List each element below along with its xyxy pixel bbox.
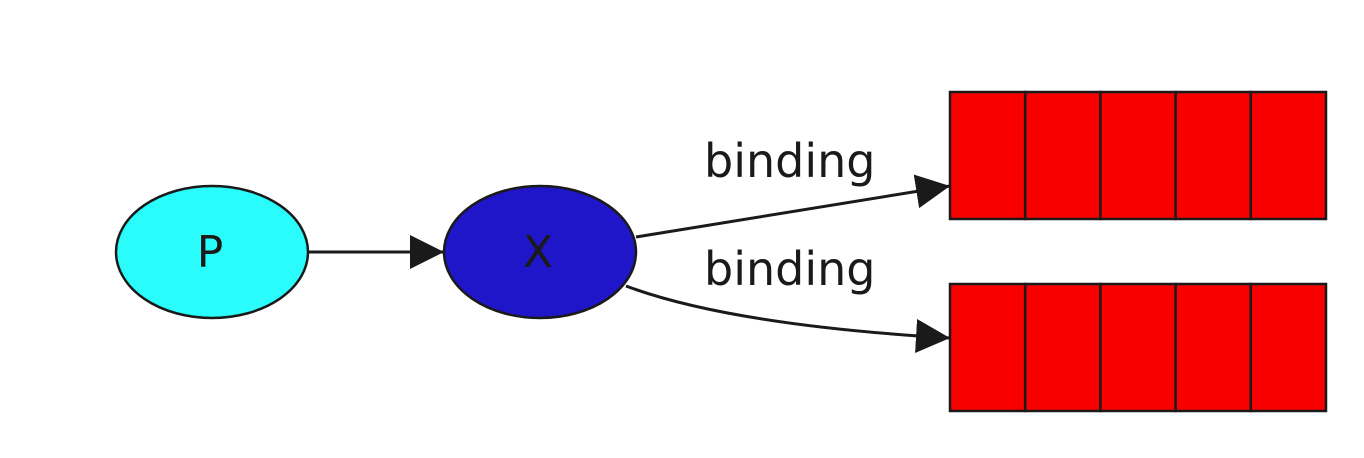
queue-slot (948, 90, 1027, 221)
queue-slot (1023, 282, 1102, 413)
exchange-ellipse (442, 184, 638, 320)
edge-exchange-to-queue-top (635, 174, 951, 239)
queue-slot (948, 282, 1027, 413)
queue-bottom (948, 282, 1328, 413)
queue-slot (1099, 90, 1177, 221)
edge-exchange-to-queue-bottom (625, 284, 951, 353)
producer-ellipse (114, 184, 310, 320)
queue-slot (1249, 282, 1328, 413)
binding-label-bottom: binding (704, 242, 876, 296)
exchange-node: X (442, 184, 638, 320)
queue-slot (1249, 90, 1328, 221)
producer-node: P (114, 184, 310, 320)
queue-top (948, 90, 1328, 221)
queue-slot (1174, 90, 1253, 221)
exchange-label: X (523, 227, 553, 278)
binding-label-top: binding (704, 134, 876, 188)
queue-slot (1023, 90, 1102, 221)
queue-slot (1099, 282, 1177, 413)
queue-slot (1174, 282, 1253, 413)
producer-label: P (197, 227, 224, 278)
